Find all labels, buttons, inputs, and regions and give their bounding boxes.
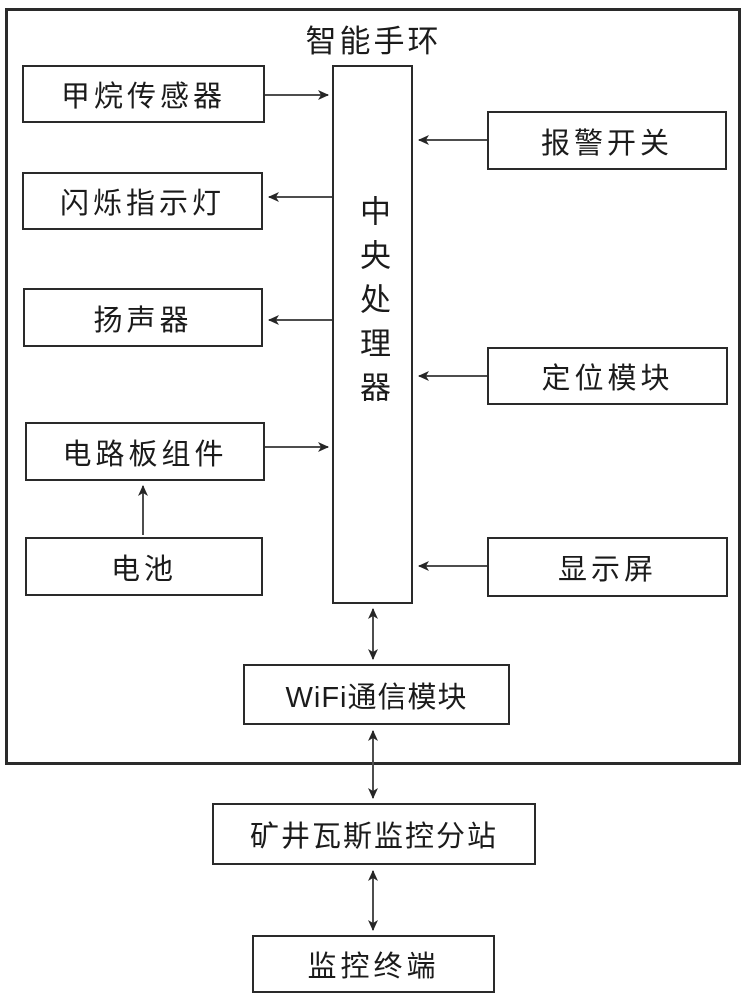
node-mine-substation: 矿井瓦斯监控分站 (212, 803, 536, 865)
node-mine-substation-label: 矿井瓦斯监控分站 (249, 821, 498, 853)
node-battery-label: 电池 (110, 553, 177, 586)
node-display-screen: 显示屏 (487, 537, 728, 597)
node-cpu: 中央处理器 (332, 65, 413, 604)
node-cpu-label: 中央处理器 (355, 195, 390, 415)
node-monitoring-terminal: 监控终端 (252, 935, 495, 993)
node-circuit-board: 电路板组件 (25, 422, 265, 481)
node-display-screen-label: 显示屏 (557, 554, 657, 586)
node-positioning-module-label: 定位模块 (541, 363, 674, 395)
node-alarm-switch-label: 报警开关 (540, 127, 673, 160)
node-positioning-module: 定位模块 (487, 347, 728, 405)
node-wifi-module: WiFi通信模块 (243, 664, 510, 725)
page-title: 智能手环 (305, 24, 442, 59)
node-monitoring-terminal-label: 监控终端 (307, 951, 440, 983)
node-circuit-board-label: 电路板组件 (62, 438, 228, 471)
node-alarm-switch: 报警开关 (487, 111, 727, 170)
node-methane-sensor-label: 甲烷传感器 (60, 81, 226, 113)
node-flash-indicator-label: 闪烁指示灯 (59, 188, 225, 220)
node-battery: 电池 (25, 537, 263, 596)
node-wifi-module-label: WiFi通信模块 (285, 681, 468, 714)
node-methane-sensor: 甲烷传感器 (22, 65, 265, 123)
node-speaker: 扬声器 (23, 288, 263, 347)
node-speaker-label: 扬声器 (93, 304, 193, 337)
node-flash-indicator: 闪烁指示灯 (22, 172, 263, 230)
